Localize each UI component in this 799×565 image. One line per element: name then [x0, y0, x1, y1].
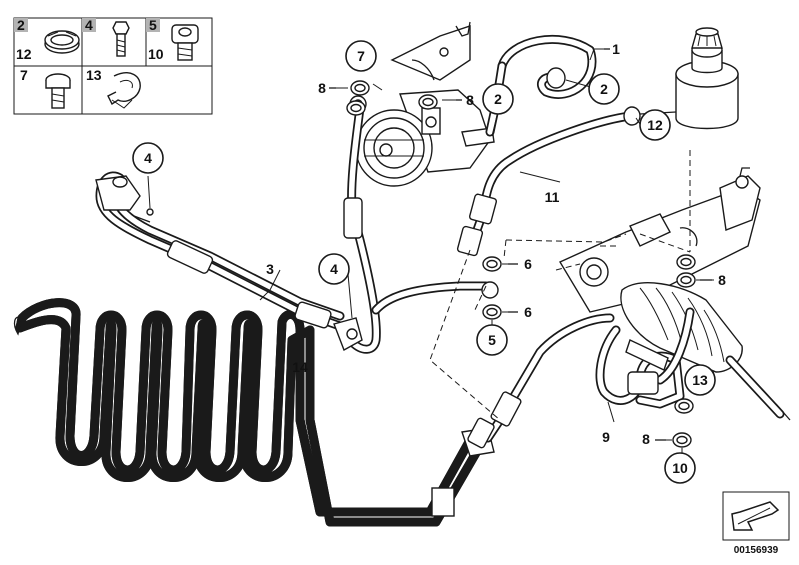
callout-8-pump-left: 8 — [318, 80, 326, 96]
callout-8-bottom: 8 — [642, 431, 650, 447]
seal-rings — [346, 80, 696, 448]
svg-text:12: 12 — [647, 117, 663, 133]
svg-text:3: 3 — [266, 261, 274, 277]
fluid-reservoir — [639, 27, 739, 130]
svg-text:6: 6 — [524, 304, 532, 320]
svg-text:9: 9 — [602, 429, 610, 445]
svg-text:14: 14 — [292, 359, 308, 375]
callout-2-right: 2 — [588, 73, 620, 105]
bolt-icon — [112, 21, 130, 57]
label-dashes — [329, 48, 712, 441]
callout-8-pump-right: 8 — [466, 92, 474, 108]
callout-6-top: 6 — [524, 256, 532, 272]
svg-text:2: 2 — [600, 81, 608, 97]
callout-6-bottom: 6 — [524, 304, 532, 320]
callout-10: 10 — [664, 452, 696, 484]
callout-8-rack: 8 — [718, 272, 726, 288]
svg-text:1: 1 — [612, 41, 620, 57]
callout-7: 7 — [345, 40, 377, 72]
callout-5: 5 — [476, 324, 508, 356]
callout-11: 11 — [545, 189, 560, 205]
svg-text:8: 8 — [718, 272, 726, 288]
svg-text:7: 7 — [357, 48, 365, 64]
callouts: 7 8 8 2 2 1 12 4 11 3 — [132, 40, 726, 484]
svg-text:4: 4 — [144, 150, 152, 166]
hose-lines — [95, 34, 695, 449]
parts-legend: 2 12 4 5 10 7 13 — [13, 17, 213, 115]
svg-text:8: 8 — [318, 80, 326, 96]
legend-cell-5-top: 13 — [86, 67, 102, 83]
power-steering-pump — [355, 21, 495, 187]
banjo-bolt-icon — [45, 73, 71, 109]
legend-cell-1-top: 2 — [17, 17, 25, 33]
part-number: 00156939 — [734, 545, 779, 556]
direction-arrow-icon — [722, 491, 790, 541]
callout-13: 13 — [684, 364, 716, 396]
svg-text:8: 8 — [642, 431, 650, 447]
hollow-bolt-icon — [171, 24, 199, 61]
legend-cell-3-bottom: 10 — [148, 46, 164, 62]
legend-cell-4-top: 7 — [20, 67, 28, 83]
cooling-coil-14 — [13, 303, 495, 527]
svg-text:5: 5 — [488, 332, 496, 348]
svg-text:4: 4 — [330, 261, 338, 277]
callout-12: 12 — [639, 109, 671, 141]
svg-text:10: 10 — [672, 460, 688, 476]
callout-4-bottom: 4 — [318, 253, 350, 285]
callout-3: 3 — [266, 261, 274, 277]
svg-text:2: 2 — [494, 91, 502, 107]
hose-clamp-icon — [44, 30, 80, 54]
callout-2-left: 2 — [482, 83, 514, 115]
svg-text:13: 13 — [692, 372, 708, 388]
steering-gear — [505, 167, 791, 421]
callout-1: 1 — [612, 41, 620, 57]
svg-text:8: 8 — [466, 92, 474, 108]
legend-cell-1-bottom: 12 — [16, 46, 32, 62]
cable-clip-icon — [107, 72, 141, 109]
svg-text:11: 11 — [545, 189, 560, 205]
callout-9: 9 — [602, 429, 610, 445]
callout-14: 14 — [292, 359, 308, 375]
callout-4-top: 4 — [132, 142, 164, 174]
legend-cell-2-top: 4 — [85, 17, 93, 33]
legend-cell-3-top: 5 — [149, 17, 157, 33]
svg-text:6: 6 — [524, 256, 532, 272]
